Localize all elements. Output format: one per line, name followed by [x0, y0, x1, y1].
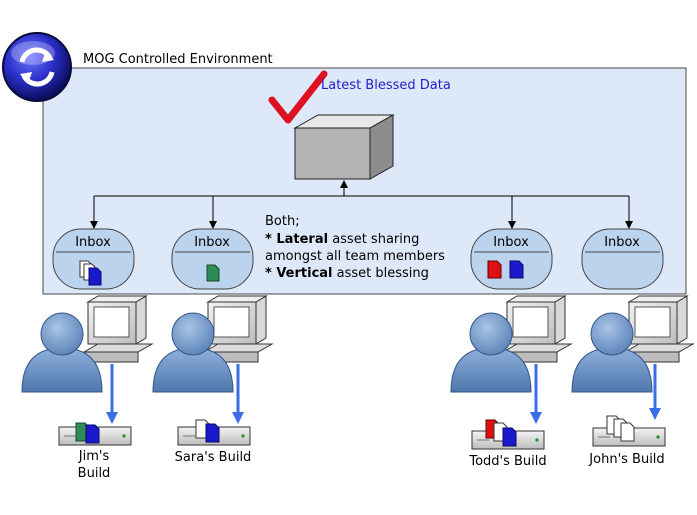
- file-icon: [85, 424, 100, 444]
- checkmark-icon: [268, 70, 328, 124]
- inbox-john: Inbox: [581, 228, 664, 290]
- inbox-label: Inbox: [604, 235, 640, 250]
- build-drive-icon: [592, 415, 666, 447]
- inbox-label: Inbox: [75, 235, 111, 250]
- blessed-data-label: Latest Blessed Data: [321, 78, 451, 93]
- mog-logo: [2, 32, 72, 102]
- person-icon: [450, 312, 532, 393]
- build-drive-icon: [177, 419, 251, 446]
- file-icon: [620, 422, 635, 442]
- build-drive-icon: [471, 419, 545, 450]
- notes-text: Both; * Lateral asset sharing amongst al…: [265, 214, 445, 281]
- computer-icon: [82, 295, 154, 363]
- person-icon: [152, 312, 234, 393]
- inbox-jim: Inbox: [52, 228, 135, 290]
- inbox-label: Inbox: [194, 235, 230, 250]
- notes-line-3: amongst all team members: [265, 249, 445, 264]
- blessing-connectors: [90, 180, 633, 229]
- build-label: John's Build: [588, 452, 664, 467]
- file-icon: [487, 260, 502, 279]
- user-sara: Sara's Build: [152, 295, 274, 465]
- inbox-sara: Inbox: [171, 228, 254, 290]
- build-label: Jim's: [78, 449, 110, 464]
- build-label-line-2: Build: [78, 466, 111, 481]
- computer-icon: [623, 295, 695, 363]
- environment-title: MOG Controlled Environment: [83, 52, 273, 67]
- inbox-label: Inbox: [493, 235, 529, 250]
- build-label: Todd's Build: [468, 454, 546, 469]
- user-jim: Jim's Build: [21, 295, 154, 481]
- file-icon: [502, 427, 517, 447]
- computer-icon: [202, 295, 274, 363]
- notes-line-2: * Lateral asset sharing: [265, 232, 419, 247]
- inbox-todd: Inbox: [470, 228, 553, 290]
- notes-line-4: * Vertical asset blessing: [265, 266, 429, 281]
- environment-box: [42, 67, 687, 295]
- blessed-data-box: [293, 114, 395, 180]
- person-icon: [571, 312, 653, 393]
- user-todd: Todd's Build: [450, 295, 573, 469]
- build-label: Sara's Build: [175, 450, 252, 465]
- build-drive-icon: [58, 422, 132, 446]
- user-john: John's Build: [571, 295, 695, 467]
- file-icon: [88, 267, 102, 286]
- computer-icon: [501, 295, 573, 363]
- person-icon: [21, 312, 103, 393]
- file-icon: [205, 423, 220, 443]
- file-icon: [206, 264, 220, 282]
- notes-line-1: Both;: [265, 214, 300, 229]
- file-icon: [509, 260, 524, 279]
